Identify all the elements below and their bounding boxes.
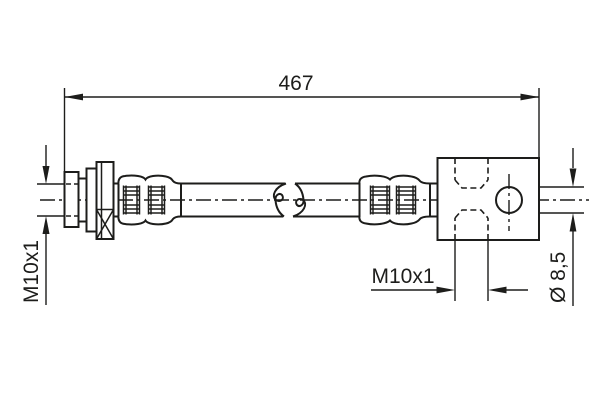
crimp-cap	[95, 161, 115, 240]
banjo-block	[436, 157, 540, 241]
washer	[85, 167, 98, 233]
dimension-overall-length: 467	[63, 72, 540, 171]
hidden-thread-bore	[454, 158, 489, 240]
arrowhead-right	[520, 93, 539, 101]
dimension-left-thread: M10x1	[20, 145, 64, 305]
hose-tube	[181, 182, 360, 218]
threaded-end	[63, 171, 80, 228]
left-fitting	[63, 161, 119, 240]
arrowhead-down	[42, 166, 50, 184]
rib-band	[147, 185, 166, 215]
dimension-banjo-thread: M10x1	[371, 241, 528, 301]
arrowhead-right	[436, 286, 455, 294]
crimp-cross-mark	[95, 208, 115, 240]
hole-diameter-label: Ø 8,5	[547, 252, 570, 303]
left-crimp-sleeve	[117, 174, 182, 226]
arrowhead-up	[42, 216, 50, 234]
rib-band	[369, 185, 391, 215]
overall-length-label: 467	[278, 72, 313, 95]
right-crimp-sleeve	[358, 174, 438, 226]
arrowhead-down	[569, 168, 577, 187]
dimension-hole-diameter: Ø 8,5	[539, 148, 584, 306]
rib-band	[122, 185, 141, 215]
arrowhead-left	[488, 286, 507, 294]
left-thread-label: M10x1	[20, 240, 43, 303]
break-curve-left	[272, 182, 287, 218]
arrowhead-left	[64, 93, 83, 101]
rib-band	[395, 185, 417, 215]
arrowhead-up	[569, 213, 577, 232]
banjo-thread-label: M10x1	[371, 265, 434, 288]
break-curve-right	[292, 182, 307, 218]
